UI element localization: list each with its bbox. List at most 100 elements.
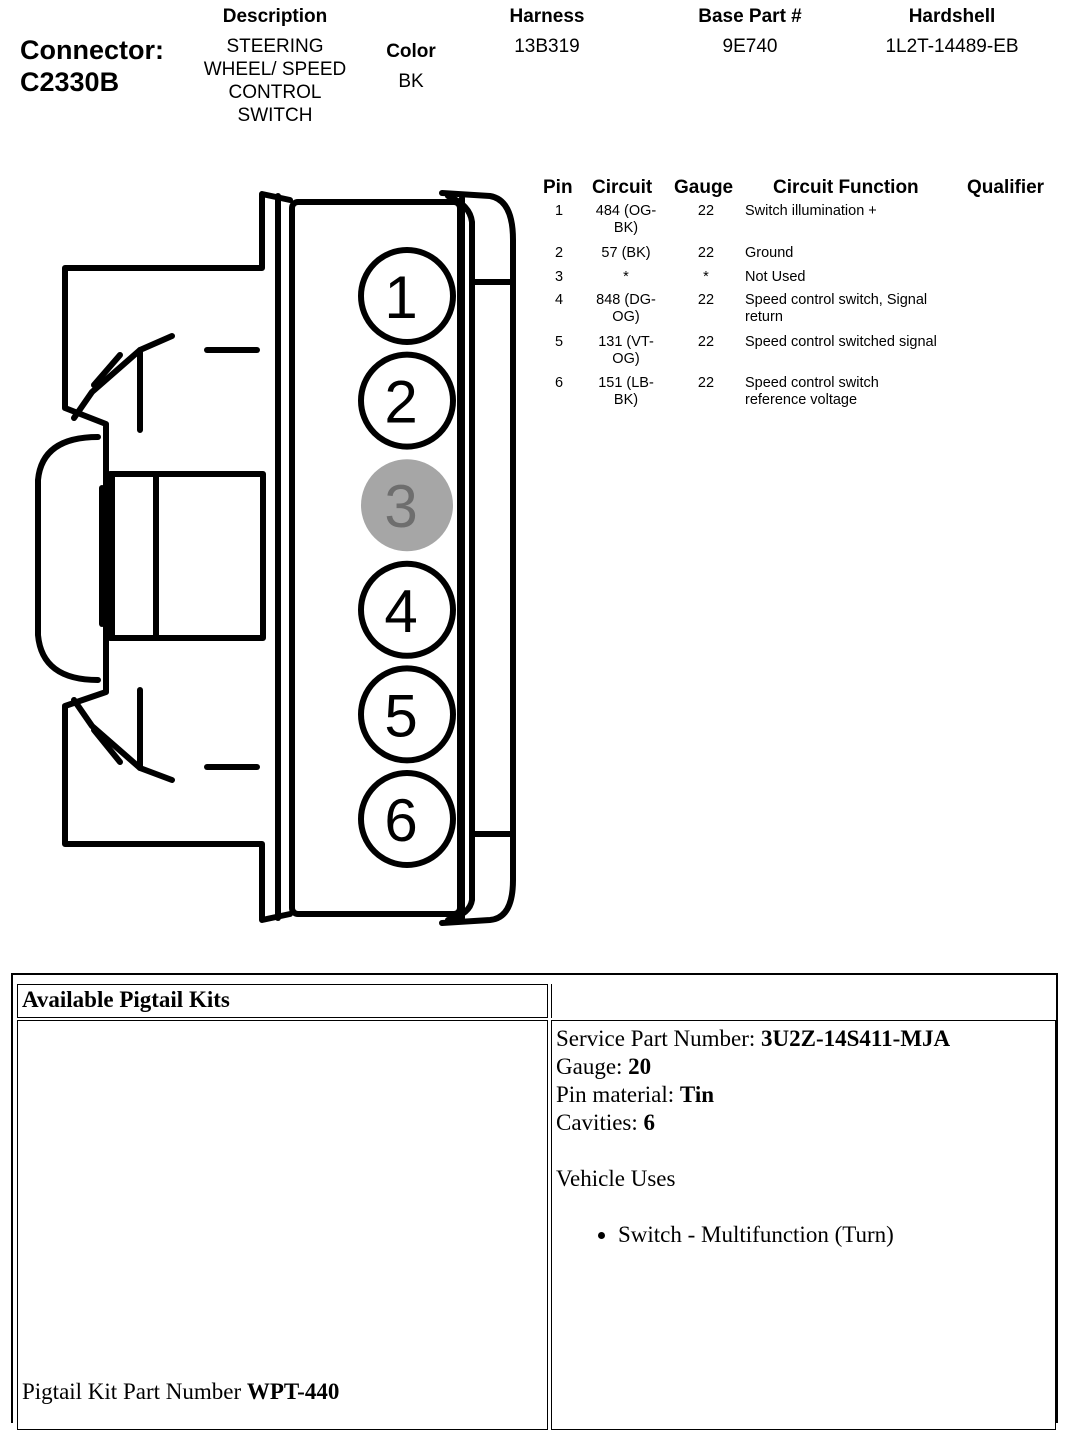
description-header: Description [222,6,328,27]
function-cell: Not Used [745,269,806,285]
pin-4-label: 4 [384,578,417,645]
connector-label-text: Connector: [20,35,164,65]
gauge-cell: 22 [697,245,715,261]
function-line: Speed control switch, Signal [745,292,928,308]
circuit-line: 484 (OG- [595,203,657,219]
connector-latch-bulge [35,434,101,683]
harness-header: Harness [509,6,585,27]
pigtail-kit-part: Pigtail Kit Part Number WPT-440 [22,1378,339,1406]
pin-2-label: 2 [384,369,417,436]
circuit-cell: * [623,269,629,285]
pigtail-title-spacer [551,984,1056,1018]
service-part-number: 3U2Z-14S411-MJA [761,1026,951,1051]
circuit-line: 848 (DG- [596,292,656,308]
function-line: return [745,309,783,325]
connector-id: C2330B [20,67,120,97]
circuit-line: OG) [612,309,640,325]
description-line: CONTROL [228,82,322,103]
circuit-column-header: Circuit [592,177,653,198]
gauge-column-header: Gauge [674,177,734,198]
connector-lower-clip [71,697,143,771]
table-row: 2 57 (BK) 22 Ground [535,245,1065,269]
circuit-line: BK) [613,392,639,408]
pin-5-label: 5 [384,682,417,749]
cavities-label: Cavities: [556,1110,644,1135]
gauge-cell: 22 [697,203,715,219]
gauge-line: Gauge: 20 [556,1053,1055,1081]
circuit-cell: 848 (DG-OG) [587,292,665,326]
cavities-value: 6 [643,1110,656,1135]
color-value: BK [398,71,424,92]
hardshell-value: 1L2T-14489-EB [885,36,1019,57]
qualifier-column-header: Qualifier [967,177,1045,198]
function-cell: Speed control switched signal [745,334,937,350]
description-value: STEERING WHEEL/ SPEED CONTROL SWITCH [175,35,375,127]
pigtail-kit-box: Pigtail Kit Part Number WPT-440 [17,1020,548,1430]
gauge-cell: * [703,269,709,285]
gauge-cell: 22 [697,334,715,350]
pin-1-label: 1 [384,264,417,331]
connector-label: Connector: C2330B [20,34,164,98]
pin-material-value: Tin [679,1082,715,1107]
function-cell: Switch illumination + [745,203,877,219]
gauge-cell: 22 [697,375,715,391]
vehicle-uses-list: Switch - Multifunction (Turn) [556,1221,1055,1249]
pin-5-circle [358,665,456,764]
pin-4-circle [358,560,456,659]
gauge-value: 20 [628,1054,652,1079]
connector-upper-clip [71,347,143,421]
pigtail-section-title: Available Pigtail Kits [22,987,230,1012]
table-row: 5 131 (VT-OG) 22 Speed control switched … [535,334,1065,375]
function-line: Speed control switch [745,375,879,391]
pin-2-circle [358,351,456,450]
connector-upper-clip [91,352,123,388]
gauge-label: Gauge: [556,1054,629,1079]
pin-cell: 1 [554,203,564,219]
list-item: Switch - Multifunction (Turn) [618,1221,1055,1249]
circuit-line: OG) [612,351,640,367]
pin-cell: 2 [554,245,564,261]
description-line: WHEEL/ SPEED [203,59,347,80]
connector-right-shell [439,190,516,926]
circuit-cell: 131 (VT-OG) [587,334,665,368]
pigtail-kits-panel: Available Pigtail Kits Pigtail Kit Part … [11,973,1058,1430]
description-line: SWITCH [237,105,313,126]
pin-material-line: Pin material: Tin [556,1081,1055,1109]
circuit-line: BK) [613,220,639,236]
pigtail-kit-part-number: WPT-440 [246,1379,340,1404]
pin-1-circle [358,247,456,345]
base-part-value: 9E740 [722,36,778,57]
pin-cell: 6 [554,375,564,391]
pigtail-kit-part-label: Pigtail Kit Part Number [22,1379,247,1404]
service-part-label: Service Part Number: [556,1026,762,1051]
pin-3-circle [361,459,453,552]
hardshell-header: Hardshell [908,6,996,27]
harness-value: 13B319 [514,36,580,57]
table-row: 4 848 (DG-OG) 22 Speed control switch, S… [535,292,1065,334]
circuit-cell: 57 (BK) [601,245,651,261]
pin-column-header: Pin [543,177,573,198]
connector-housing [62,191,293,923]
function-column-header: Circuit Function [773,177,919,198]
connector-latch-window [107,471,266,641]
connector-upper-clip [137,333,175,433]
table-row: 1 484 (OG-BK) 22 Switch illumination + [535,203,1065,245]
pin-6-circle [358,770,456,868]
table-row: 3 * * Not Used [535,269,1065,292]
pin-table-body: 1 484 (OG-BK) 22 Switch illumination + 2… [535,203,1065,417]
base-part-header: Base Part # [698,6,802,27]
pigtail-title-box: Available Pigtail Kits [17,984,548,1018]
circuit-line: 151 (LB- [598,375,654,391]
pin-cell: 3 [554,269,564,285]
pin-cell: 5 [554,334,564,350]
connector-lower-clip [137,687,175,783]
pin-material-label: Pin material: [556,1082,680,1107]
pigtail-details-box: Service Part Number: 3U2Z-14S411-MJA Gau… [551,1020,1056,1430]
gauge-cell: 22 [697,292,715,308]
pin-6-label: 6 [384,787,417,854]
description-line: STEERING [226,36,324,57]
